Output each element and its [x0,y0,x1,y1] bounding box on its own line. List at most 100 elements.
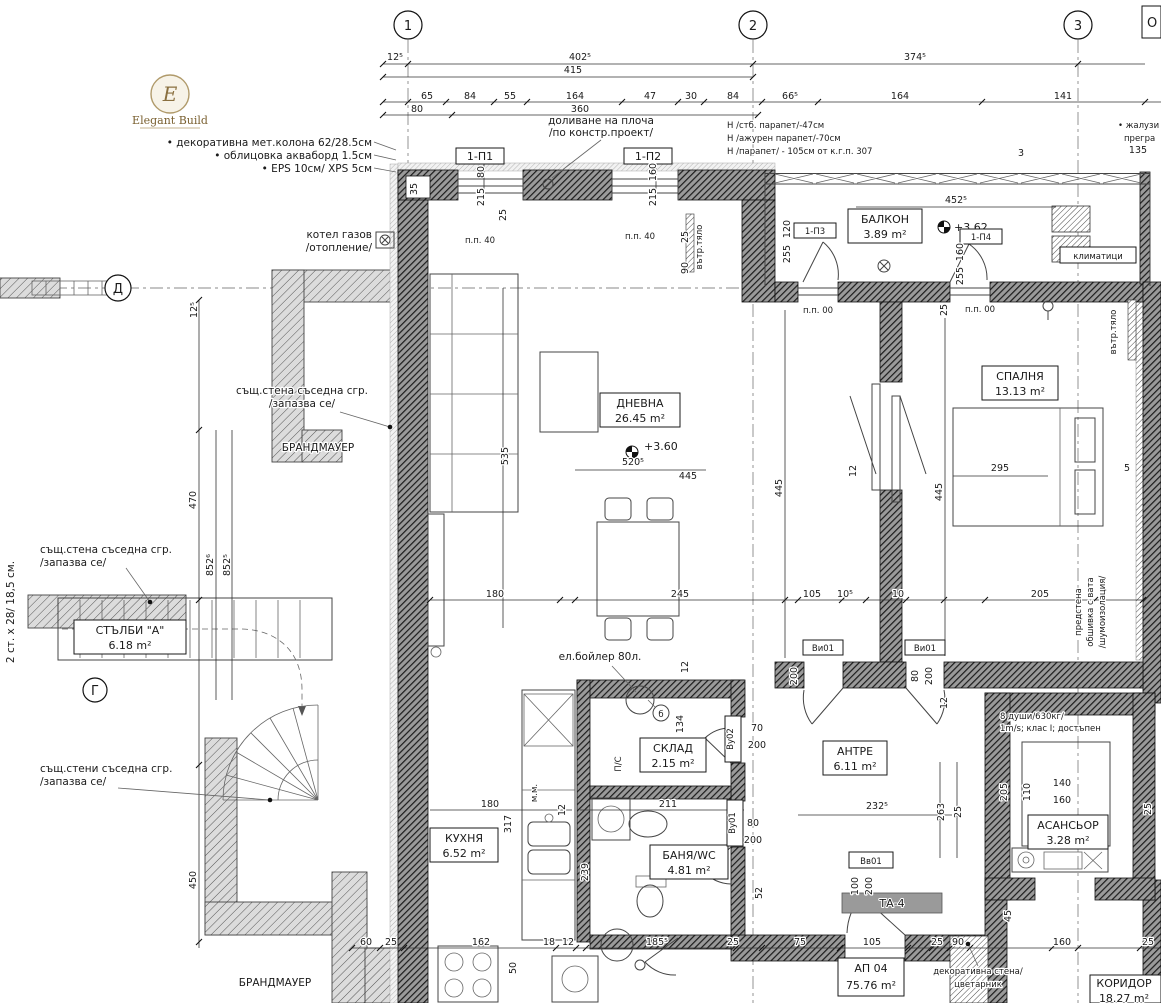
door-tag-vu02: Ву02 [726,728,736,750]
room-name-corridor: КОРИДОР [1096,977,1152,990]
note-louvers-1: • жалузи [1118,121,1159,131]
dim-label: 402⁵ [569,52,591,63]
room-box-stairs [73,619,187,655]
note-adjacent-2b: /запазва се/ [40,557,107,569]
dim-label: 160 [955,243,966,261]
note-slab-1: доливане на плоча [548,115,654,127]
washbasin [628,810,668,838]
dim-label: 134 [675,715,686,733]
dim-label: 80 [747,818,759,829]
leader-lines [117,141,979,967]
dim-label: 415 [564,65,582,76]
room-area-storage: 2.15 m² [651,757,694,770]
dim-label: 70 [751,723,763,734]
dim-label: 12 [939,697,950,709]
chair [646,617,674,641]
note-lift-spec-2: 1m/s; клас I; достъпен [1000,724,1101,734]
room-box-apartment [837,957,905,997]
note-deco-wall-2: цветарник [954,980,1002,990]
dim-label: 535 [500,447,511,465]
note-indoor-unit-1: вътр.тяло [695,225,705,270]
door-tag-box [848,851,894,869]
note-lift-spec-1: 8 души/630кг/ [1000,712,1064,722]
dim-label: 295 [991,463,1009,474]
dim-label: 374⁵ [904,52,926,63]
window-tag-p3: 1-П3 [805,227,825,237]
dim-label: 35 [409,183,420,195]
note-adjacent-3b: /запазва се/ [40,776,107,788]
pillow [1074,469,1096,515]
dim-label: 5 [1124,463,1130,474]
dimension-lines [195,60,1161,952]
coffee-table [539,351,599,433]
note-pp00-1: п.п. 00 [803,306,833,316]
window-tag-p2: 1-П2 [635,150,661,163]
dim-label: 445 [679,471,697,482]
dim-label: 445 [934,483,945,501]
dim-label: 25 [953,806,964,818]
dim-label: 141 [1054,91,1072,102]
note-parapet-2: Н /ажурен парапет/-70см [727,134,841,144]
dim-label: 75 [794,937,806,948]
dim-label: 135 [1129,145,1147,156]
dim-label: 205 [1031,589,1049,600]
room-level-living: +3.60 [644,440,678,453]
dim-label: 162 [472,937,490,948]
ac-label-box [1059,246,1137,264]
dim-label: 25 [931,937,943,948]
note-slab-2: /по констр.проект/ [549,127,654,139]
ta4-label: ТА-4 [878,897,904,910]
window-tag-p1: 1-П1 [467,150,493,163]
dim-label: 18 [543,937,555,948]
room-area-balcony: 3.89 m² [863,228,906,241]
axis-label-g: Г [91,684,99,699]
dim-label: 60 [360,937,372,948]
door-tag-box [904,639,946,656]
dining-table [596,521,680,617]
dim-label: 255 [782,245,793,263]
axis-bubble-3 [1063,10,1093,40]
room-name-elevator: АСАНСЬОР [1037,819,1099,832]
dim-label: 12⁵ [189,302,200,318]
door-tag-vu01: Ву01 [728,812,738,834]
dim-label: 55 [504,91,516,102]
dim-label: 317 [503,815,514,833]
kitchen-counter [521,689,576,941]
note-b-node: б [658,710,663,720]
room-area-stairs: 6.18 m² [108,639,151,652]
dim-label: 255 [955,267,966,285]
room-name-stairs: СТЪЛБИ "А" [96,624,165,637]
note-pp00-2: п.п. 00 [965,305,995,315]
dim-label: 45 [1003,910,1014,922]
note-pp40-2: п.п. 40 [625,232,655,242]
dim-label: 852⁶ [205,554,216,576]
door-tag-box [802,639,844,656]
top-dimensions: 12⁵ 402⁵ 374⁵ 415 65 84 55 164 47 30 84 … [386,51,1149,208]
dim-label: 25 [385,937,397,948]
toilet [636,884,664,918]
chair [604,497,632,521]
dim-label: 12 [562,937,574,948]
dim-label: 66⁵ [782,91,798,102]
note-bullet-2: • облицовка акваборд 1.5см [214,150,372,162]
room-name-balcony: БАЛКОН [861,213,909,226]
plan-symbols [375,139,1054,722]
dim-label: 232⁵ [866,801,888,812]
dim-label: 360 [571,104,589,115]
water-boiler [625,685,655,715]
note-louvers-2: прегра [1124,134,1155,144]
dim-label: 520⁵ [622,457,644,468]
boiler [600,928,634,962]
note-adjacent-2a: същ.стена съседна сгр. [40,544,172,556]
window-tag-box [455,147,505,165]
note-adjacent-1a: същ.стена съседна сгр. [236,385,368,397]
note-adjacent-3a: същ.стени съседна сгр. [40,763,172,775]
fridge [523,693,574,747]
logo: E Elegant Build [132,74,208,129]
windows [457,172,1151,296]
room-box-hall [822,740,888,776]
room-area-bedroom: 13.13 m² [995,385,1045,398]
dim-label: 65 [421,91,433,102]
dim-label: 211 [659,799,677,810]
